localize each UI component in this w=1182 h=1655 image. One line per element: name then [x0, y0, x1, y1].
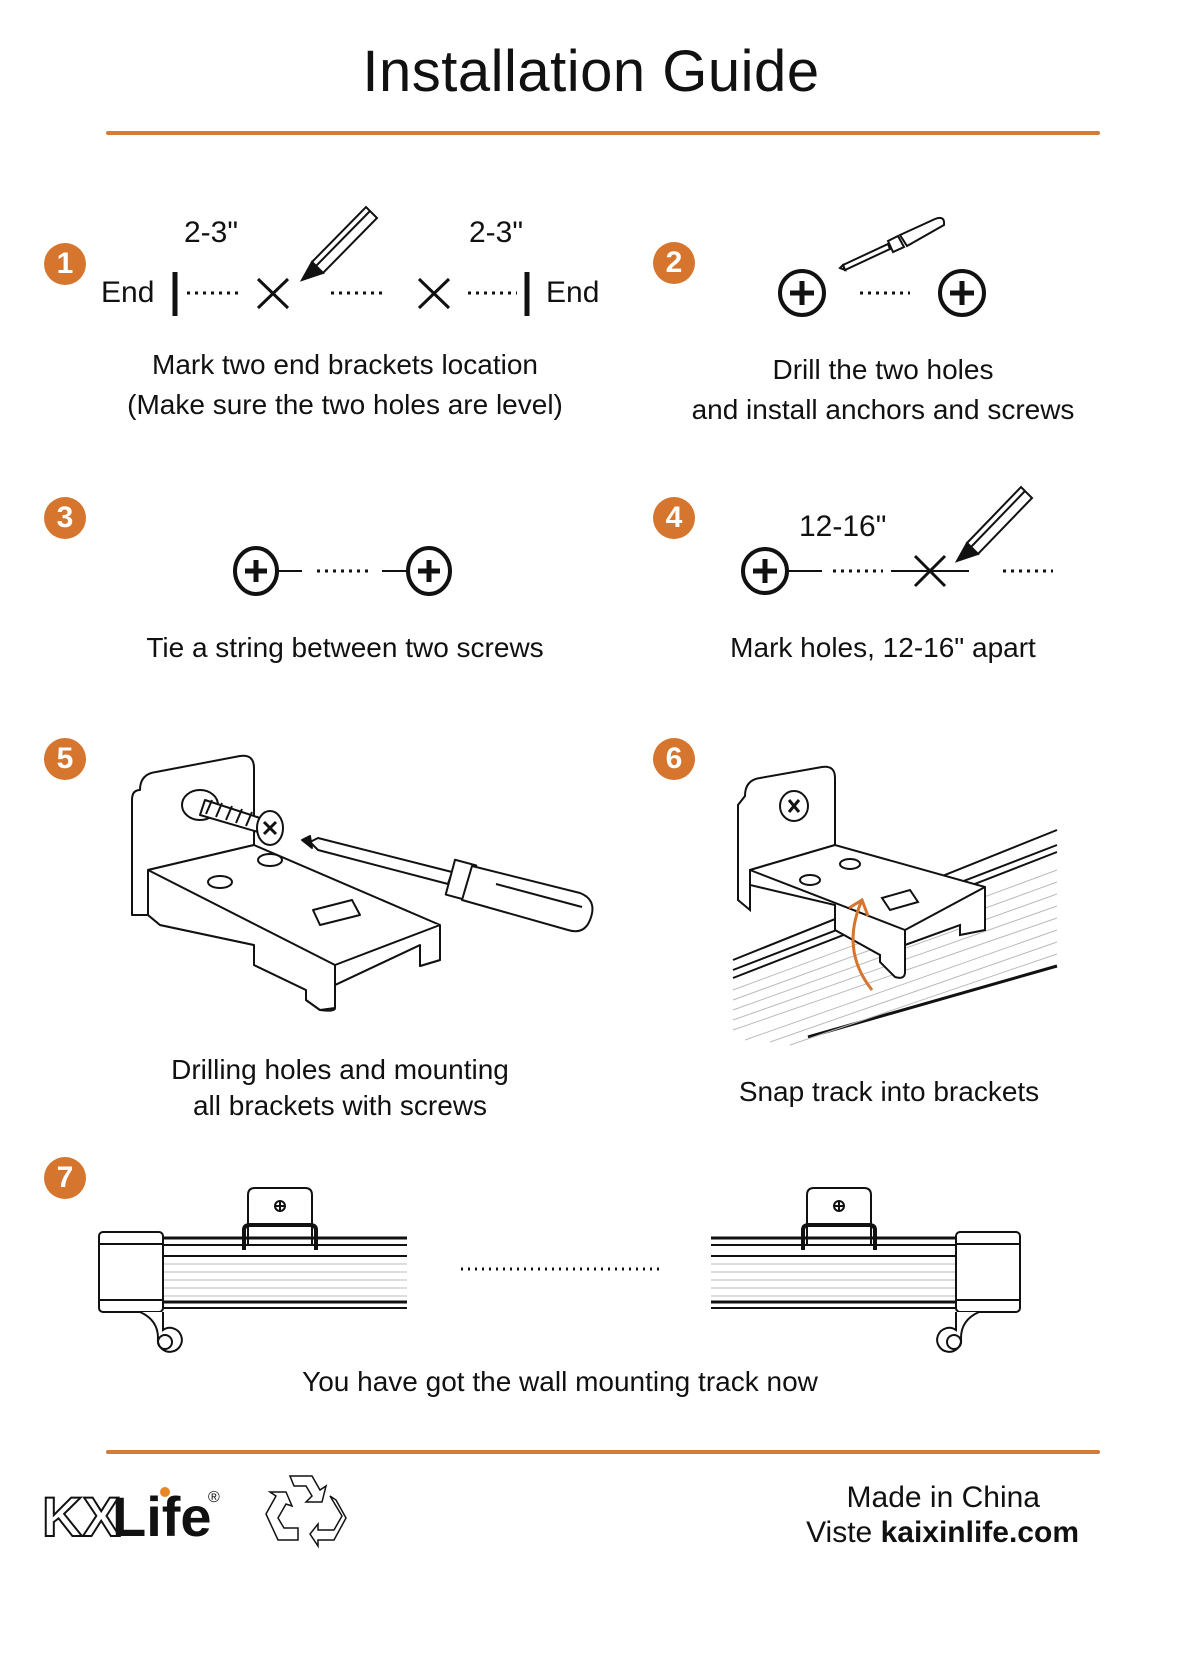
step-7-caption: You have got the wall mounting track now [302, 1366, 818, 1397]
step-2-caption: Drill the two holes and install anchors … [670, 350, 1096, 430]
step-4-caption: Mark holes, 12-16" apart [730, 632, 1036, 663]
screw-icon [181, 789, 284, 846]
caption-line: all brackets with screws [192, 1090, 488, 1121]
visit-line: Viste kaixinlife.com [806, 1515, 1079, 1551]
screw-head-icon [778, 269, 826, 317]
caption-line: Mark two end brackets location [152, 349, 538, 380]
track-right [711, 1187, 1021, 1353]
end-label-right: End [546, 276, 600, 309]
screwdriver-icon [301, 835, 594, 933]
visit-prefix: Viste [806, 1516, 873, 1549]
step-2-badge: 2 [653, 242, 695, 284]
registered-mark: ® [208, 1489, 220, 1506]
brand-logo: KX Life ® [41, 1484, 220, 1549]
step-6-badge: 6 [653, 738, 695, 780]
step-5-caption: Drilling holes and mounting all brackets… [90, 1052, 590, 1124]
page-title: Installation Guide [362, 39, 820, 104]
track-left [98, 1187, 407, 1353]
made-in-label: Made in China [846, 1481, 1040, 1514]
pencil-icon [954, 485, 1034, 563]
screw-head-icon [833, 1200, 845, 1212]
logo-dot [160, 1487, 170, 1497]
pencil-icon [299, 205, 379, 282]
step-6-caption: Snap track into brackets [738, 1076, 1040, 1107]
caption-line: (Make sure the two holes are level) [127, 389, 563, 420]
step-5-badge: 5 [44, 738, 86, 780]
screwdriver-icon [838, 216, 946, 272]
step-3-badge: 3 [44, 497, 86, 539]
snap-arrow-icon [848, 897, 874, 991]
x-mark-icon [256, 277, 290, 310]
bracket-icon [131, 754, 441, 1012]
x-mark-icon [417, 277, 451, 310]
distance-label-right: 2-3" [469, 216, 524, 249]
caption-line: Drilling holes and mounting [171, 1054, 509, 1085]
screw-head-icon [938, 269, 986, 317]
step-7-badge: 7 [44, 1157, 86, 1199]
bottom-divider [106, 1450, 1100, 1454]
distance-label-left: 2-3" [184, 216, 239, 249]
end-label-left: End [101, 276, 155, 309]
x-mark-icon [913, 554, 947, 588]
step-1-badge: 1 [44, 243, 86, 285]
step-1-caption: Mark two end brackets location (Make sur… [100, 345, 590, 425]
step-3-caption: Tie a string between two screws [146, 632, 544, 663]
caption-line: Drill the two holes [772, 354, 994, 385]
recycle-icon [265, 1475, 347, 1549]
top-divider [106, 131, 1100, 135]
step-4-badge: 4 [653, 497, 695, 539]
distance-label: 12-16" [799, 510, 887, 543]
caption-line: and install anchors and screws [691, 394, 1075, 425]
website-link[interactable]: kaixinlife.com [880, 1516, 1079, 1549]
screw-head-icon [274, 1200, 286, 1212]
logo-kx: KX [42, 1485, 120, 1548]
